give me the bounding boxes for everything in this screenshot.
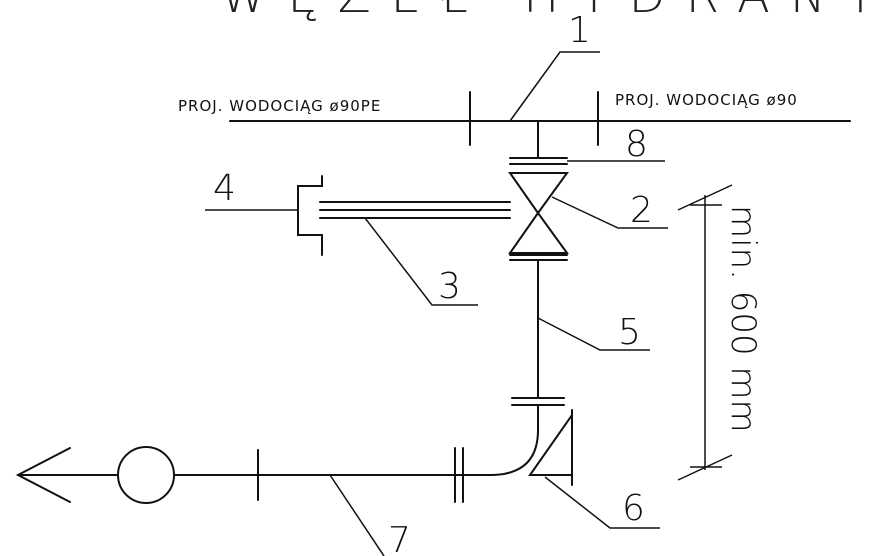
callout-3: 3 — [438, 266, 461, 307]
callout-3-leader — [364, 217, 478, 306]
outlet-arrow-icon — [15, 447, 71, 503]
callout-7: 7 — [388, 520, 411, 556]
pipe-label-left: PROJ. WODOCIĄG ø90PE — [178, 97, 381, 115]
callout-5-leader — [537, 317, 650, 351]
hydrant-symbol — [117, 446, 175, 504]
callout-2-leader — [551, 196, 668, 229]
callout-1-leader — [509, 51, 600, 122]
callout-1: 1 — [568, 10, 591, 51]
dimension-label: min. 600 mm — [723, 205, 763, 433]
callout-2: 2 — [630, 190, 653, 231]
callout-6-leader — [544, 476, 660, 529]
callout-8: 8 — [625, 124, 648, 165]
valve-upper-triangle — [508, 172, 569, 215]
callout-5: 5 — [618, 312, 641, 353]
diagram-title: WĘZEŁ HYDRANTOWY — [220, 0, 872, 24]
callout-6: 6 — [622, 488, 645, 529]
callout-4: 4 — [213, 168, 236, 209]
dimension-tick-top — [677, 184, 733, 211]
pipe-label-right: PROJ. WODOCIĄG ø90 — [615, 91, 798, 109]
callout-7-leader — [329, 474, 385, 556]
elbow-bend — [489, 429, 539, 476]
street-box — [297, 175, 323, 256]
valve-lower-triangle — [508, 211, 569, 254]
